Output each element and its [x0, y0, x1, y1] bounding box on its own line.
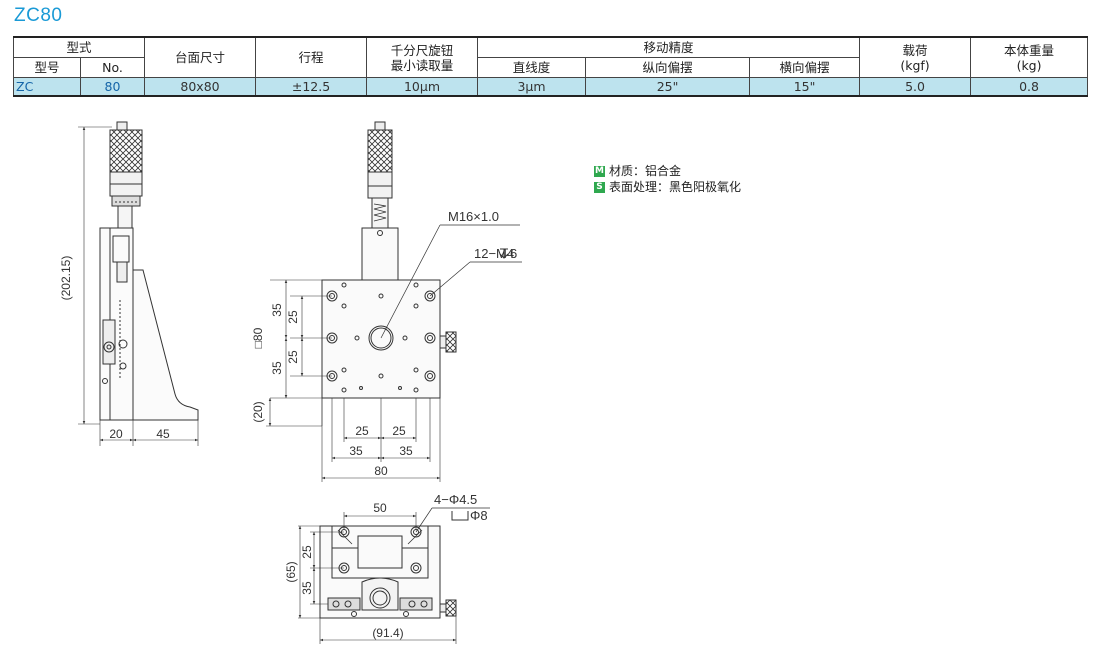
header-weight: 本体重量 (kg)	[970, 36, 1089, 78]
dim-side-w2: 45	[156, 427, 170, 441]
cell-pitch: 25"	[585, 77, 751, 97]
dim-bot-counterbore: Φ8	[470, 508, 488, 523]
header-no: No.	[79, 57, 146, 78]
dim-holes: 12−M4	[474, 246, 514, 261]
surface-badge-icon: S	[594, 181, 605, 193]
header-stroke: 行程	[255, 36, 368, 78]
cell-yaw: 15"	[749, 77, 861, 97]
dim-bot-65: (65)	[284, 561, 298, 582]
header-weight-line2: (kg)	[1016, 57, 1042, 73]
dim-h25a: 25	[355, 424, 369, 438]
header-load-line2: (kgf)	[900, 57, 930, 73]
spec-table: 型式 台面尺寸 行程 千分尺旋钮 最小读取量 移动精度 载荷 (kgf) 本体重…	[12, 36, 1089, 97]
cell-weight: 0.8	[970, 77, 1089, 97]
dim-h35b: 35	[399, 444, 413, 458]
header-load-line1: 载荷	[902, 42, 928, 58]
header-micrometer-line1: 千分尺旋钮	[390, 42, 454, 58]
header-yaw: 横向偏摆	[749, 57, 861, 78]
dim-v20: (20)	[251, 401, 265, 422]
dim-h25b: 25	[392, 424, 406, 438]
legend-surface: S 表面处理：黑色阳极氧化	[594, 179, 741, 195]
surface-text: 表面处理：黑色阳极氧化	[609, 180, 742, 194]
material-badge-icon: M	[594, 165, 605, 177]
dim-v25a: 25	[286, 310, 300, 324]
dim-bot-25: 25	[300, 545, 314, 559]
depth-symbol-icon	[499, 248, 509, 259]
dim-bot-50: 50	[373, 501, 387, 515]
cell-min-reading: 10μm	[366, 77, 479, 97]
dim-v25b: 25	[286, 350, 300, 364]
header-pitch: 纵向偏摆	[585, 57, 751, 78]
counterbore-symbol-icon	[451, 511, 469, 521]
header-table-size: 台面尺寸	[144, 36, 257, 78]
table-row: ZC 80 80x80 ±12.5 10μm 3μm 25" 15" 5.0 0…	[13, 77, 1089, 97]
dim-side-w1: 20	[109, 427, 123, 441]
legend: M 材质：铝合金 S 表面处理：黑色阳极氧化	[594, 163, 741, 195]
dim-holes-depth: 6	[510, 246, 517, 261]
header-micrometer: 千分尺旋钮 最小读取量	[366, 36, 479, 78]
cell-model: ZC	[13, 77, 81, 97]
dim-side-height: (202.15)	[59, 256, 73, 301]
legend-material: M 材质：铝合金	[594, 163, 741, 179]
side-view	[78, 121, 199, 446]
header-weight-line1: 本体重量	[1004, 42, 1055, 58]
header-model: 型号	[13, 57, 81, 78]
bottom-view	[298, 507, 490, 644]
dim-h35a: 35	[349, 444, 363, 458]
dim-thread: M16×1.0	[448, 209, 499, 224]
cell-no: 80	[79, 77, 146, 97]
dim-bot-914: (91.4)	[372, 626, 403, 640]
dim-v35a: 35	[270, 303, 284, 317]
cell-stroke: ±12.5	[255, 77, 368, 97]
dim-bot-holes: 4−Φ4.5	[434, 492, 477, 507]
header-load: 载荷 (kgf)	[859, 36, 972, 78]
header-straightness: 直线度	[477, 57, 587, 78]
material-text: 材质：铝合金	[609, 164, 682, 178]
cell-load: 5.0	[859, 77, 972, 97]
dim-bot-35: 35	[300, 581, 314, 595]
dim-v35b: 35	[270, 361, 284, 375]
top-view	[266, 121, 522, 482]
dim-h80: 80	[374, 464, 388, 478]
cell-table-size: 80x80	[144, 77, 257, 97]
page-title: ZC80	[14, 5, 63, 26]
header-micrometer-line2: 最小读取量	[390, 57, 454, 73]
dim-square-80: □80	[251, 327, 265, 348]
